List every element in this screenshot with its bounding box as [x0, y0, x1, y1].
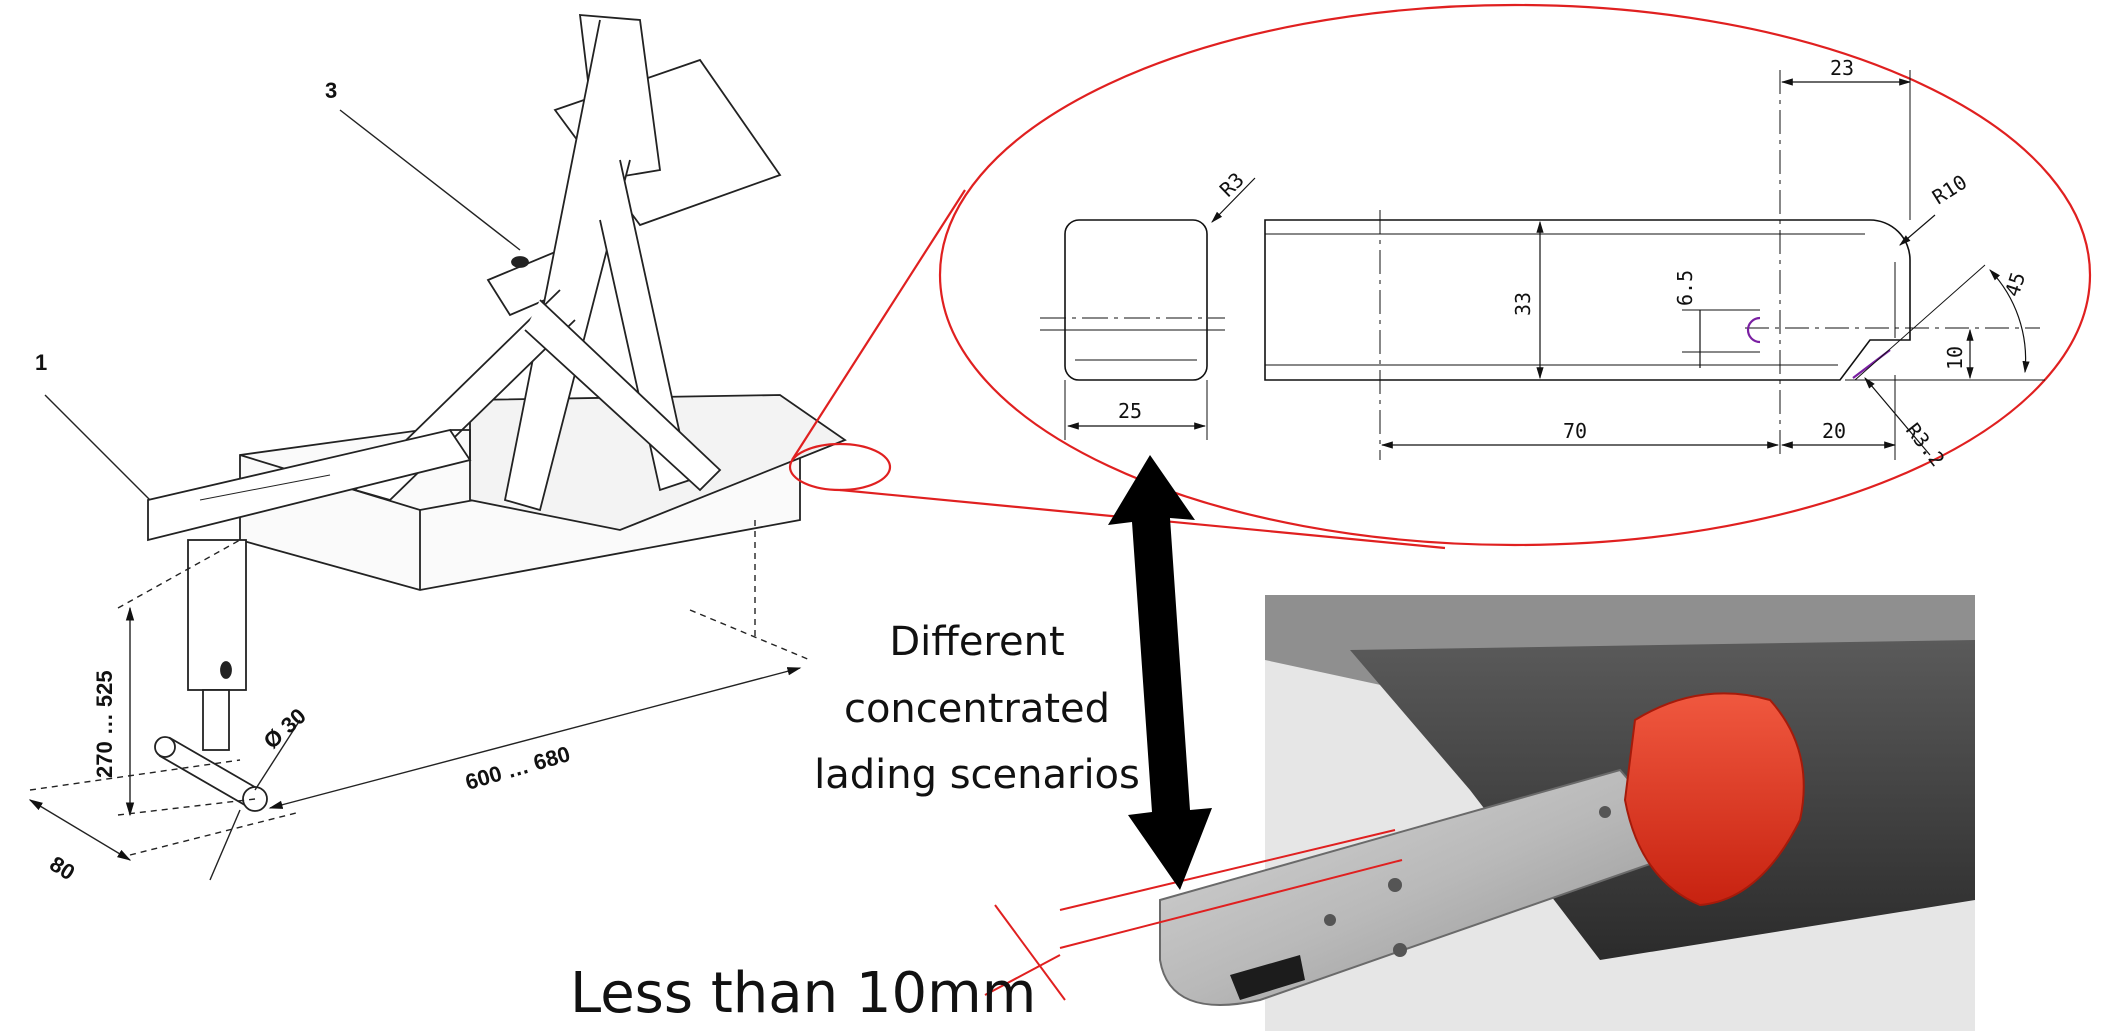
tongue-slot — [1230, 955, 1305, 1000]
side-profile — [1064, 219, 1208, 381]
callout-large-ellipse — [938, 3, 2092, 547]
buckle-photo — [1159, 595, 1975, 1031]
scenario-line-3: lading scenarios — [814, 752, 1140, 798]
callout-line-top — [791, 189, 966, 461]
dim-length-range: 600 … 680 — [462, 741, 572, 795]
thickness-leader — [984, 954, 1061, 996]
tongue-rivet-3 — [1324, 914, 1336, 926]
red-latch — [1623, 692, 1805, 907]
fixture-leg-2 — [599, 159, 692, 492]
fixture-post-inner — [202, 689, 230, 751]
scenario-line-1: Different — [889, 619, 1064, 665]
dim-6-5: 6.5 — [1673, 270, 1697, 306]
fixture-arm-end — [450, 429, 471, 460]
tongue-rivet-1 — [1388, 878, 1402, 892]
fixture-dimensions — [28, 109, 811, 881]
double-arrow-shape — [1108, 455, 1212, 890]
dim-diameter: Ø 30 — [259, 703, 311, 753]
part-label-3: 3 — [325, 78, 337, 103]
thickness-line-2 — [1059, 859, 1403, 949]
fixture-block-hole — [511, 256, 529, 268]
scenario-double-arrow[interactable] — [1108, 455, 1212, 890]
dim-33: 33 — [1511, 292, 1535, 316]
fixture-strut-2 — [524, 299, 722, 492]
thickness-line-1 — [1059, 829, 1396, 911]
thickness-tick — [994, 904, 1066, 1001]
fixture-arm-slot — [199, 474, 331, 501]
callout-small-ellipse — [788, 442, 892, 492]
fixture-post — [187, 539, 247, 691]
detail-drawing — [1040, 70, 2045, 460]
dim-20: 20 — [1822, 419, 1846, 443]
plan-view-outline — [1264, 219, 1911, 381]
dim-r3-2: R3.2 — [1901, 418, 1950, 471]
part-label-1: 1 — [35, 350, 47, 375]
fixture-post-hole — [220, 661, 232, 679]
scenario-line-2: concentrated — [844, 686, 1110, 732]
dim-25: 25 — [1118, 399, 1142, 423]
dim-height-range: 270 … 525 — [92, 670, 117, 778]
dim-angle: 45 — [2000, 269, 2030, 299]
buckle-tongue — [1159, 768, 1692, 1006]
fixture-leg-1 — [503, 19, 631, 512]
dim-r3: R3 — [1215, 168, 1249, 202]
tongue-rivet-2 — [1393, 943, 1407, 957]
dim-70: 70 — [1563, 419, 1587, 443]
loading-cylinder-end-2 — [154, 736, 176, 758]
thickness-note: Less than 10mm — [570, 961, 1036, 1026]
slot-end — [1746, 316, 1761, 344]
test-fixture-drawing — [147, 14, 847, 812]
thickness-indicator — [984, 829, 1403, 1001]
tongue-rivet-4 — [1599, 806, 1611, 818]
dim-r10: R10 — [1928, 170, 1971, 209]
dim-10: 10 — [1943, 346, 1967, 370]
dim-width: 80 — [45, 851, 79, 885]
dim-23: 23 — [1830, 56, 1854, 80]
